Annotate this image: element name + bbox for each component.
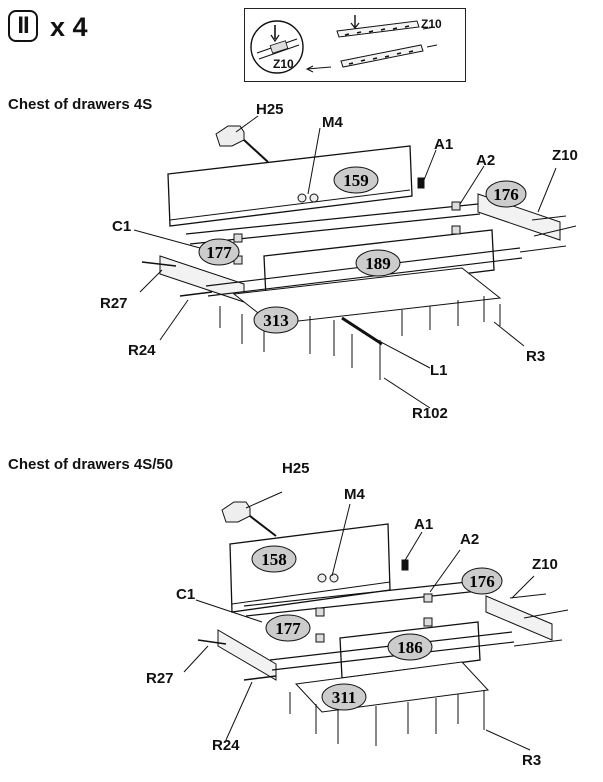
- panel-bottom-1: 313: [263, 311, 289, 330]
- part-a1-2: A1: [414, 516, 434, 533]
- part-r24-1: R24: [128, 342, 156, 359]
- panel-back-1: 159: [343, 171, 369, 190]
- panel-back-2: 158: [261, 550, 287, 569]
- part-z10-1: Z10: [552, 147, 578, 164]
- panel-labels-1: 159 176 177 189 313: [198, 166, 527, 334]
- panel-side-right-2: 176: [469, 572, 495, 591]
- step-number: II: [17, 12, 29, 39]
- part-c1-1: C1: [112, 218, 132, 235]
- assembly-1-drawing: 159 176 177 189 313: [133, 115, 577, 409]
- part-h25-1: H25: [256, 101, 284, 118]
- part-r3-2: R3: [522, 752, 542, 769]
- panel-labels-2: 158 176 177 186 311: [251, 545, 503, 711]
- part-r27-1: R27: [100, 295, 128, 312]
- part-l1-1: L1: [430, 362, 448, 379]
- part-m4-2: M4: [344, 486, 365, 503]
- part-c1-2: C1: [176, 586, 196, 603]
- inset-label-z10-bottom: Z10: [273, 57, 294, 71]
- panel-side-right-1: 176: [493, 185, 519, 204]
- part-a1-1: A1: [434, 136, 454, 153]
- part-r102-1: R102: [412, 405, 448, 422]
- part-h25-2: H25: [282, 460, 310, 477]
- panel-front-1: 189: [365, 254, 391, 273]
- assembly-2-title: Chest of drawers 4S/50: [8, 456, 174, 473]
- inset-detail: Z10 Z10: [244, 8, 466, 82]
- step-number-box: II: [8, 10, 38, 42]
- part-r24-2: R24: [212, 737, 240, 754]
- inset-label-z10-top: Z10: [421, 17, 442, 31]
- step-multiplier: x 4: [50, 12, 88, 42]
- part-r3-1: R3: [526, 348, 546, 365]
- part-z10-2: Z10: [532, 556, 558, 573]
- panel-side-left-1: 177: [206, 243, 232, 262]
- assembly-1-title: Chest of drawers 4S: [8, 96, 153, 113]
- panel-side-left-2: 177: [275, 619, 301, 638]
- inset-drawing: [250, 15, 438, 74]
- part-m4-1: M4: [322, 114, 343, 131]
- part-a2-1: A2: [476, 152, 496, 169]
- panel-bottom-2: 311: [332, 688, 357, 707]
- part-a2-2: A2: [460, 531, 480, 548]
- panel-front-2: 186: [397, 638, 423, 657]
- part-r27-2: R27: [146, 670, 174, 687]
